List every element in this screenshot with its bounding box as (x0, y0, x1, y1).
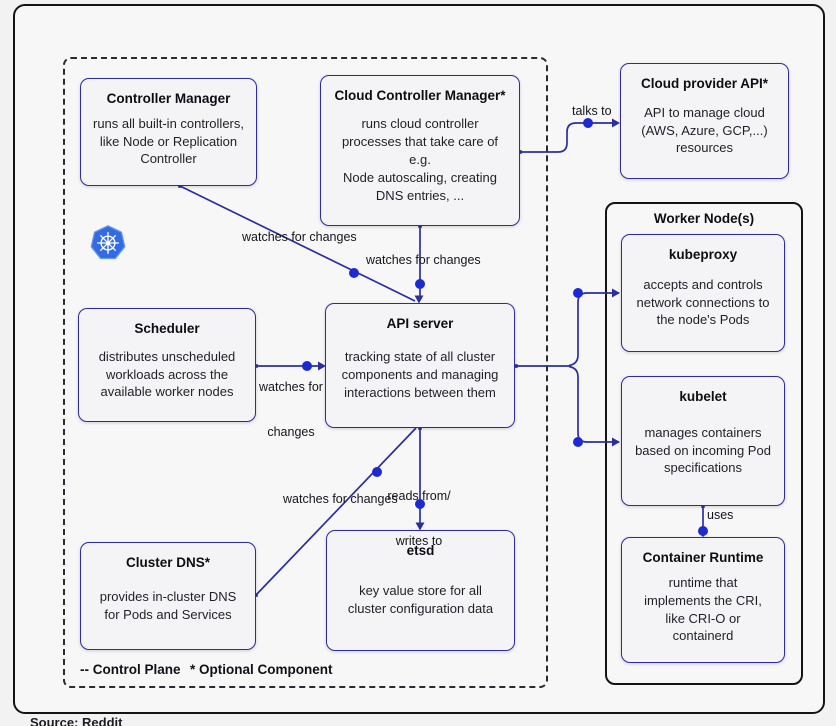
node-kubelet: kubelet manages containers based on inco… (621, 376, 785, 506)
node-body: API to manage cloud (AWS, Azure, GCP,...… (641, 104, 768, 156)
node-title: Cluster DNS* (125, 555, 211, 570)
node-cloud-provider-api: Cloud provider API* API to manage cloud … (620, 63, 789, 179)
node-cluster-dns: Cluster DNS* provides in-cluster DNS for… (80, 542, 256, 650)
node-title: Container Runtime (642, 550, 764, 565)
node-body: provides in-cluster DNS for Pods and Ser… (99, 588, 237, 622)
edge-label-watches-for-changes-ccm: watches for changes (366, 253, 481, 267)
edge-label-talks-to: talks to (572, 104, 612, 118)
edge-label-line: writes to (395, 534, 443, 548)
node-kubeproxy: kubeproxy accepts and controls network c… (621, 234, 785, 352)
node-title: Scheduler (134, 321, 200, 336)
edge-label-watches-for-changes-cm: watches for changes (242, 230, 357, 244)
kubernetes-logo-icon (89, 224, 127, 262)
node-api-server: API server tracking state of all cluster… (325, 303, 515, 428)
edge-label-uses: uses (707, 508, 734, 522)
control-plane-dashed-boundary (63, 57, 548, 688)
edge-label-line: reads from/ (387, 489, 451, 503)
node-cloud-controller-manager: Cloud Controller Manager* runs cloud con… (320, 75, 520, 226)
worker-node-title: Worker Node(s) (653, 211, 755, 226)
node-body: runs cloud controller processes that tak… (341, 116, 499, 203)
node-title: Cloud Controller Manager* (334, 88, 506, 103)
edge-label-line: changes (267, 425, 315, 439)
node-title: Controller Manager (106, 91, 231, 106)
node-scheduler: Scheduler distributes unscheduled worklo… (78, 308, 256, 422)
node-title: Cloud provider API* (640, 76, 768, 91)
node-body: runtime that implements the CRI, like CR… (644, 574, 762, 644)
node-title: API server (386, 316, 454, 331)
node-etcd: etsd key value store for all cluster con… (326, 530, 515, 651)
node-title: kubelet (679, 389, 727, 404)
node-title: kubeproxy (668, 247, 738, 262)
node-title: etsd (406, 543, 435, 558)
edge-label-watches-for-changes-dns: watches for changes (283, 492, 398, 506)
node-body: runs all built-in controllers, like Node… (92, 115, 244, 167)
node-body: tracking state of all cluster components… (341, 349, 499, 400)
node-body: manages containers based on incoming Pod… (635, 424, 771, 476)
legend-optional-component: * Optional Component (190, 662, 333, 677)
node-controller-manager: Controller Manager runs all built-in con… (80, 78, 257, 186)
edge-label-watches-for-changes-scheduler: watches for changes (250, 350, 332, 470)
edge-label-reads-from-writes-to: reads from/ writes to (378, 459, 460, 579)
legend-control-plane: -- Control Plane (80, 662, 181, 677)
node-container-runtime: Container Runtime runtime that implement… (621, 537, 785, 663)
node-body: distributes unscheduled workloads across… (98, 348, 236, 400)
node-body: key value store for all cluster configur… (347, 583, 494, 616)
edge-label-line: watches for (259, 380, 323, 394)
node-body: accepts and controls network connections… (636, 276, 770, 328)
source-caption: Source: Reddit (30, 715, 123, 726)
